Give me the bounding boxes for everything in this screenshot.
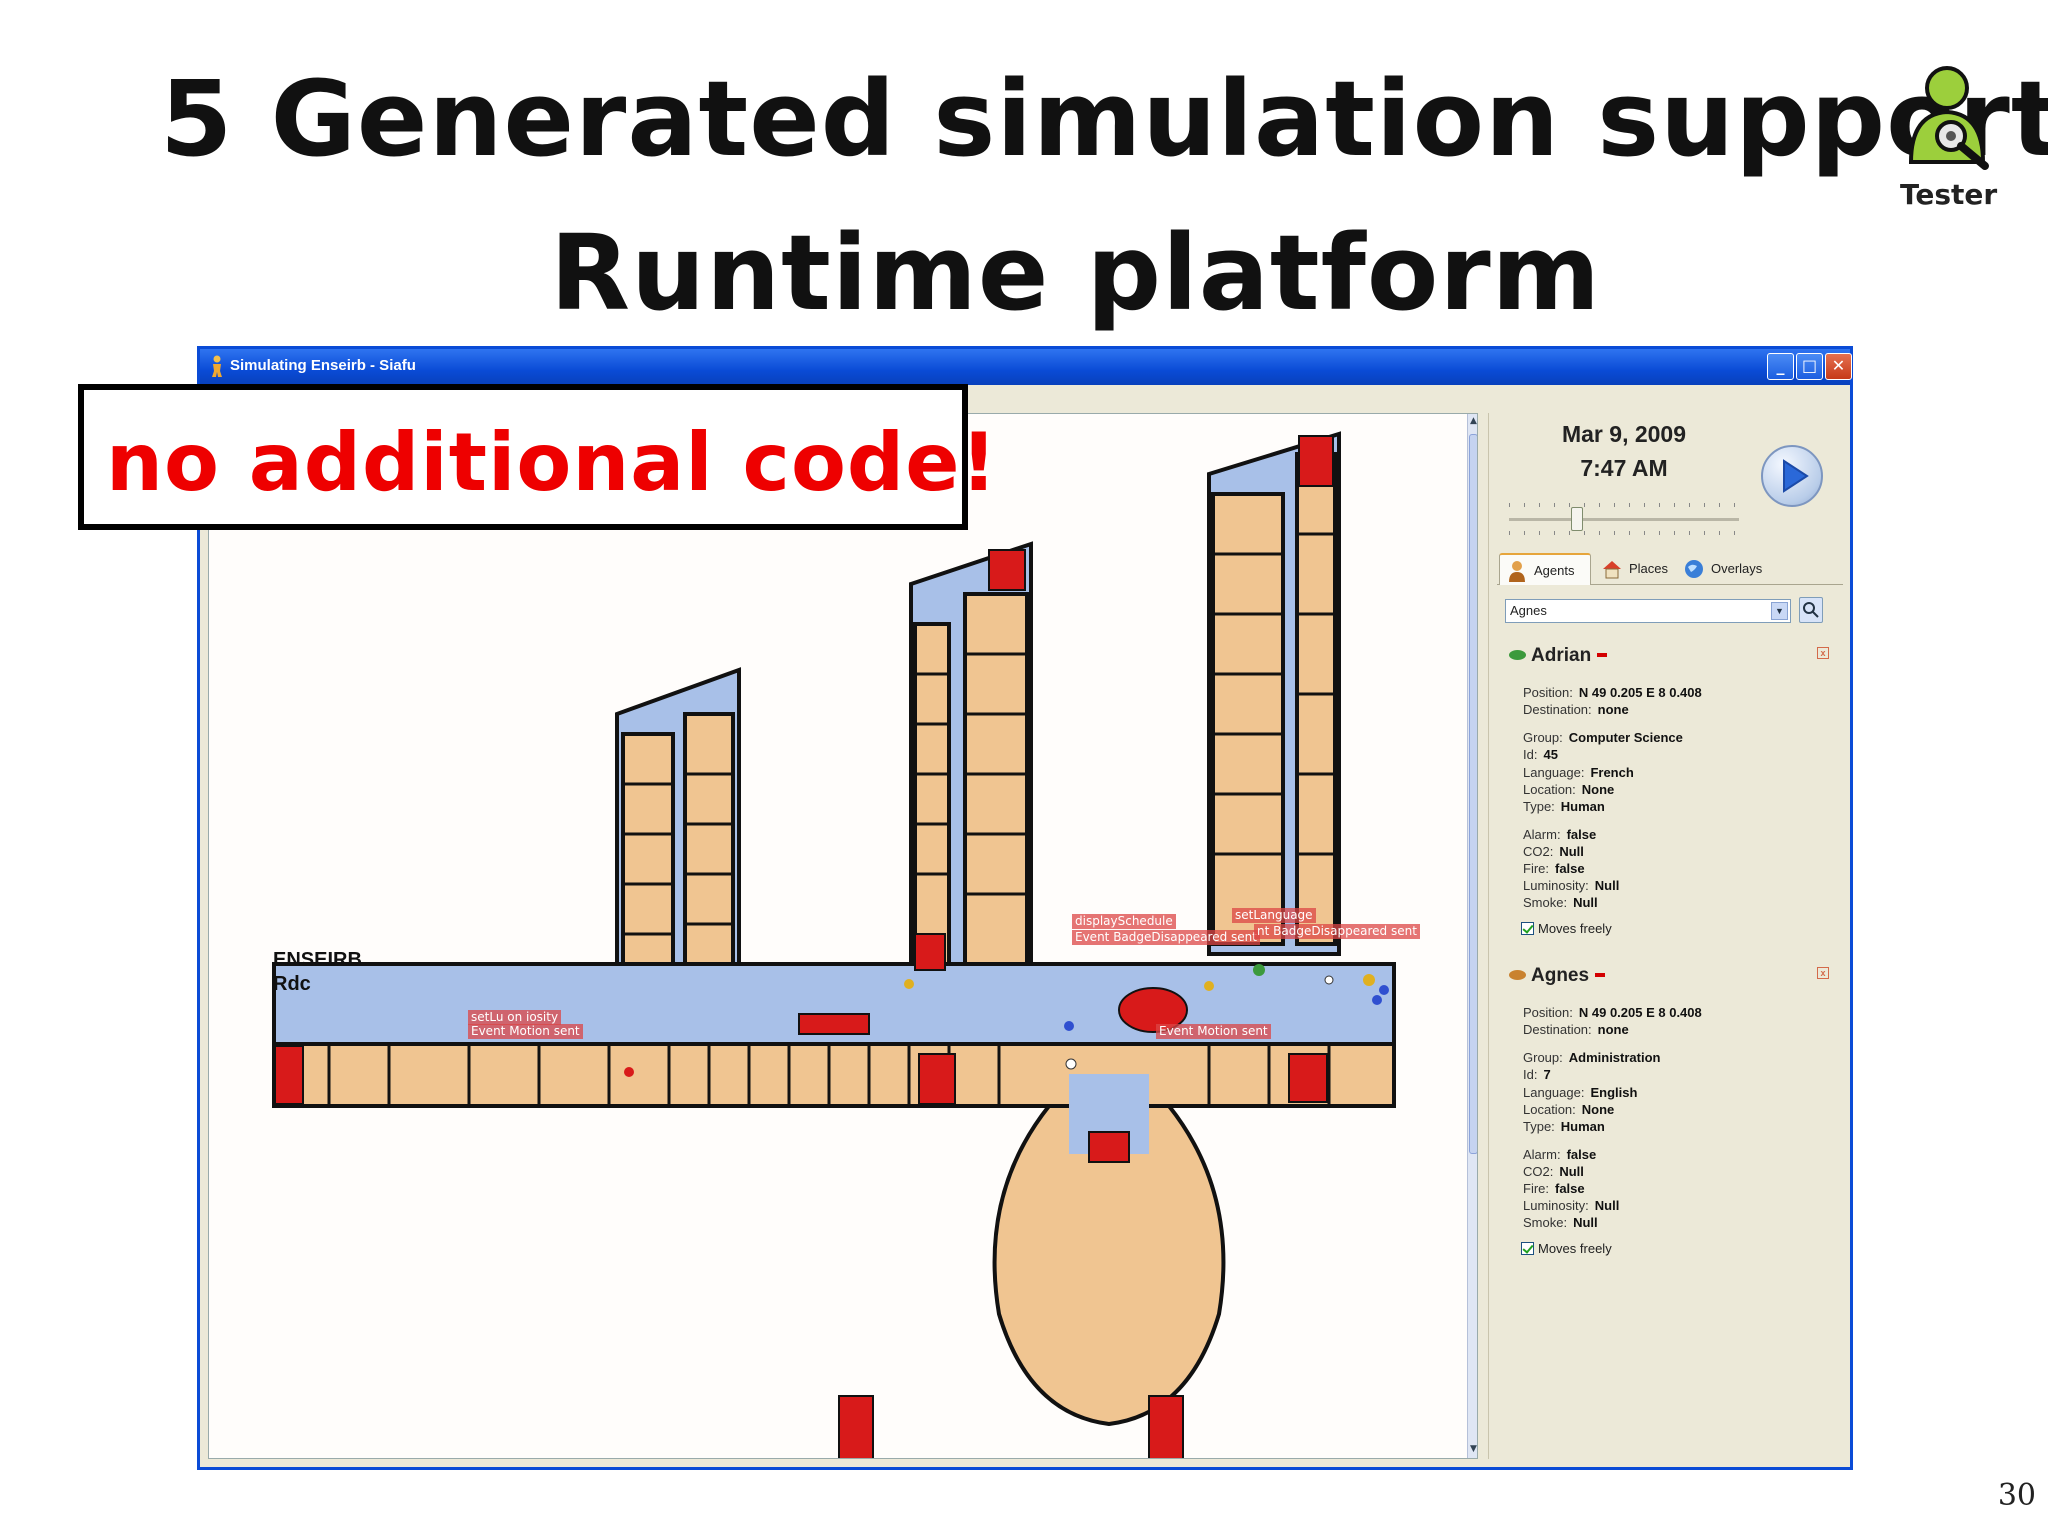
info-panel: Mar 9, 2009 7:47 AM Agents Places xyxy=(1488,413,1848,1459)
field-group: Group:Computer Science xyxy=(1523,730,1683,745)
overlay-label: setLu on iosity xyxy=(468,1010,562,1025)
sim-date: Mar 9, 2009 xyxy=(1561,421,1687,447)
tab-overlays[interactable]: Overlays xyxy=(1677,553,1777,585)
minimize-button[interactable]: _ xyxy=(1767,353,1794,380)
overlay-label: nt BadgeDisappeared sent xyxy=(1254,924,1420,939)
building-label: ENSEIRB Rdc xyxy=(273,948,362,996)
building-label-line1: ENSEIRB xyxy=(273,949,362,971)
overlay-label: Event Motion sent xyxy=(468,1024,583,1039)
field-co2: CO2:Null xyxy=(1523,844,1584,859)
search-button[interactable] xyxy=(1799,597,1823,623)
close-icon[interactable]: x xyxy=(1817,647,1829,659)
field-co2: CO2:Null xyxy=(1523,1164,1584,1179)
agent-status-icon xyxy=(1509,970,1526,980)
field-luminosity: Luminosity:Null xyxy=(1523,1198,1620,1213)
chevron-down-icon[interactable]: ▼ xyxy=(1771,602,1788,620)
sim-time: 7:47 AM xyxy=(1580,455,1668,481)
field-id: Id:45 xyxy=(1523,747,1558,762)
tab-agents[interactable]: Agents xyxy=(1499,553,1591,585)
scrollbar-thumb[interactable] xyxy=(1469,434,1477,1154)
field-fire: Fire:false xyxy=(1523,861,1585,876)
field-destination: Destination:none xyxy=(1523,1022,1629,1037)
search-icon xyxy=(1803,602,1819,618)
slide-number: 30 xyxy=(1997,1478,2036,1513)
field-location: Location:None xyxy=(1523,782,1615,797)
field-destination: Destination:none xyxy=(1523,702,1629,717)
agent-status-icon xyxy=(1509,650,1526,660)
field-fire: Fire:false xyxy=(1523,1181,1585,1196)
globe-icon xyxy=(1685,560,1703,578)
scroll-down-icon[interactable]: ▼ xyxy=(1470,1444,1477,1454)
agent-card: Adrian x Position:N 49 0.205 E 8 0.408 D… xyxy=(1507,645,1837,945)
field-language: Language:English xyxy=(1523,1085,1638,1100)
moves-freely-label: Moves freely xyxy=(1538,921,1612,936)
callout-text: no additional code! xyxy=(106,416,998,509)
panel-tabs: Agents Places Overlays xyxy=(1497,551,1843,585)
agent-name: Agnes xyxy=(1531,965,1590,986)
field-alarm: Alarm:false xyxy=(1523,827,1597,842)
tab-places-label: Places xyxy=(1629,561,1669,576)
slide-title-line1: 5 Generated simulation support xyxy=(160,58,2048,180)
agent-icon xyxy=(1509,561,1525,582)
agent-marker xyxy=(1597,653,1607,657)
house-icon xyxy=(1603,561,1621,579)
agent-name: Adrian xyxy=(1531,645,1592,666)
agent-search-select[interactable]: Agnes ▼ xyxy=(1505,599,1791,623)
checkbox-icon[interactable] xyxy=(1521,1242,1534,1255)
tab-agents-label: Agents xyxy=(1534,563,1575,578)
speed-slider[interactable] xyxy=(1509,501,1739,537)
agent-search-value: Agnes xyxy=(1510,603,1547,618)
amphitheatre xyxy=(992,1104,1226,1427)
checkbox-icon[interactable] xyxy=(1521,922,1534,935)
maximize-button[interactable]: □ xyxy=(1796,353,1823,380)
no-additional-code-callout: no additional code! xyxy=(78,384,997,530)
field-type: Type:Human xyxy=(1523,799,1605,814)
agent-marker xyxy=(1595,973,1605,977)
overlay-label: setLanguage xyxy=(1232,908,1316,923)
slide-title-line2: Runtime platform xyxy=(550,212,1601,334)
slider-knob[interactable] xyxy=(1571,507,1583,531)
app-icon xyxy=(212,355,222,377)
slider-ticks-bottom xyxy=(1509,531,1739,535)
field-position: Position:N 49 0.205 E 8 0.408 xyxy=(1523,685,1702,700)
building-label-line2: Rdc xyxy=(273,973,311,995)
app-window: Simulating Enseirb - Siafu _ □ ✕ xyxy=(197,346,1853,1470)
moves-freely-label: Moves freely xyxy=(1538,1241,1612,1256)
field-alarm: Alarm:false xyxy=(1523,1147,1597,1162)
floor-plan xyxy=(272,431,1396,1458)
field-position: Position:N 49 0.205 E 8 0.408 xyxy=(1523,1005,1702,1020)
overlay-label: Event Motion sent xyxy=(1156,1024,1271,1039)
field-smoke: Smoke:Null xyxy=(1523,895,1598,910)
moves-freely-checkbox[interactable]: Moves freely xyxy=(1521,1241,1612,1256)
tester-label: Tester xyxy=(1900,178,1998,211)
field-location: Location:None xyxy=(1523,1102,1615,1117)
slider-ticks-top xyxy=(1509,503,1739,507)
overlay-label: Event BadgeDisappeared sent xyxy=(1072,930,1260,945)
play-button[interactable] xyxy=(1761,445,1823,507)
field-language: Language:French xyxy=(1523,765,1634,780)
field-luminosity: Luminosity:Null xyxy=(1523,878,1620,893)
scroll-up-icon[interactable]: ▲ xyxy=(1470,416,1477,426)
play-icon xyxy=(1783,459,1809,493)
field-type: Type:Human xyxy=(1523,1119,1605,1134)
window-title: Simulating Enseirb - Siafu xyxy=(230,357,416,374)
window-titlebar[interactable]: Simulating Enseirb - Siafu _ □ ✕ xyxy=(200,349,1852,385)
field-group: Group:Administration xyxy=(1523,1050,1661,1065)
moves-freely-checkbox[interactable]: Moves freely xyxy=(1521,921,1612,936)
close-icon[interactable]: x xyxy=(1817,967,1829,979)
agent-card: Agnes x Position:N 49 0.205 E 8 0.408 De… xyxy=(1507,965,1837,1265)
field-smoke: Smoke:Null xyxy=(1523,1215,1598,1230)
tab-places[interactable]: Places xyxy=(1595,553,1675,585)
map-view[interactable]: ENSEIRB Rdc ▲ ▼ xyxy=(208,413,1478,1459)
tab-overlays-label: Overlays xyxy=(1711,561,1763,576)
field-id: Id:7 xyxy=(1523,1067,1551,1082)
slider-track xyxy=(1509,518,1739,521)
map-vertical-scrollbar[interactable]: ▲ ▼ xyxy=(1467,414,1477,1458)
overlay-label: displaySchedule xyxy=(1072,914,1176,929)
tester-icon xyxy=(1908,66,1989,170)
close-button[interactable]: ✕ xyxy=(1825,353,1852,380)
